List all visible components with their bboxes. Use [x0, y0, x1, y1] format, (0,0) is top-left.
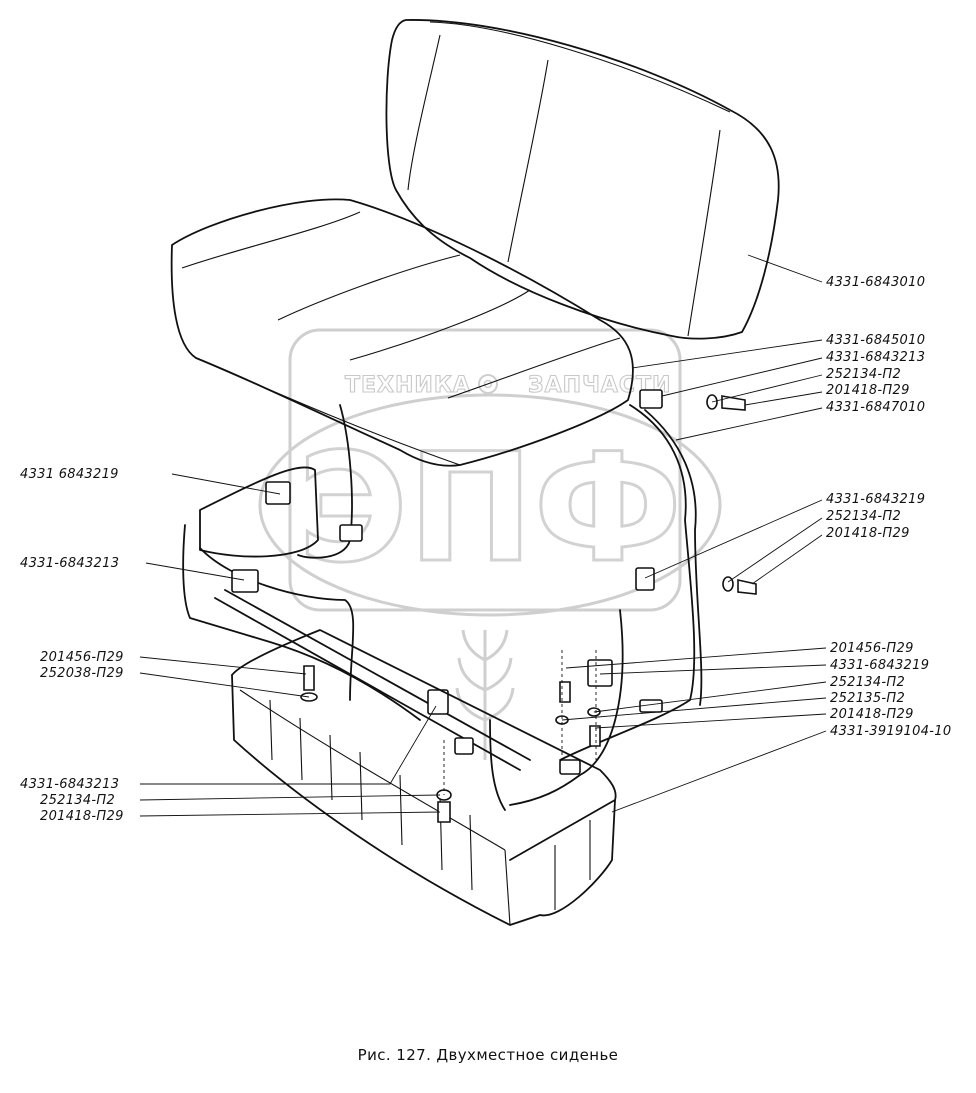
- label-cushion: 4331-6845010: [826, 333, 925, 348]
- part-labels: 4331-6843010 4331-6845010 4331-6843213 2…: [20, 275, 951, 824]
- figure-caption: Рис. 127. Двухместное сиденье: [358, 1046, 619, 1064]
- watermark-left-text: ТЕХНИКА: [345, 373, 471, 398]
- label-washer-right-mid: 252134-П2: [826, 509, 901, 524]
- label-bolt-right-box-low: 201418-П29: [830, 707, 914, 722]
- gear-icon: [478, 374, 498, 394]
- label-bracket-right-top: 4331-6843213: [826, 350, 925, 365]
- label-washer-right-top: 252134-П2: [826, 367, 901, 382]
- watermark-logo-text: ЭПФ: [298, 422, 682, 596]
- label-frame: 4331-6847010: [826, 400, 925, 415]
- hardware: [300, 394, 757, 823]
- bolt-icon: [737, 579, 757, 595]
- wheat-icon: [455, 629, 515, 760]
- label-bracket-bottom: 4331-6843213: [20, 777, 119, 792]
- label-bracket-right-mid: 4331-6843219: [826, 492, 925, 507]
- label-bolt-right-top: 201418-П29: [826, 383, 910, 398]
- label-spring-washer-right-box: 252135-П2: [830, 691, 905, 706]
- label-washer-right-box: 252134-П2: [830, 675, 905, 690]
- label-bolt-right-mid: 201418-П29: [826, 526, 910, 541]
- tubular-frame: [182, 389, 703, 811]
- watermark: ЭПФ ТЕХНИКА ЗАПЧАСТИ: [258, 328, 722, 760]
- label-bracket-left-mid: 4331-6843213: [20, 556, 119, 571]
- label-bolt-right-box: 201456-П29: [830, 641, 914, 656]
- label-backrest: 4331-6843010: [826, 275, 925, 290]
- bolt-icon: [721, 395, 746, 411]
- label-bolt-left-box: 201456-П29: [40, 650, 124, 665]
- backrest: [385, 19, 780, 340]
- bolt-icon: [437, 801, 451, 823]
- label-washer-left-box: 252038-П29: [40, 666, 124, 681]
- bolt-icon: [589, 725, 601, 747]
- seat-cushion: [170, 198, 634, 467]
- storage-box: [231, 629, 617, 926]
- label-bracket-right-box: 4331-6843219: [830, 658, 929, 673]
- label-box: 4331-3919104-10: [830, 724, 951, 739]
- watermark-oval: [258, 393, 722, 617]
- bolt-icon: [559, 681, 571, 703]
- label-bolt-bottom: 201418-П29: [40, 809, 124, 824]
- label-bracket-left-top: 4331 6843219: [20, 467, 119, 482]
- label-washer-bottom: 252134-П2: [40, 793, 115, 808]
- leader-lines: [139, 254, 827, 817]
- bolt-icon: [303, 665, 315, 691]
